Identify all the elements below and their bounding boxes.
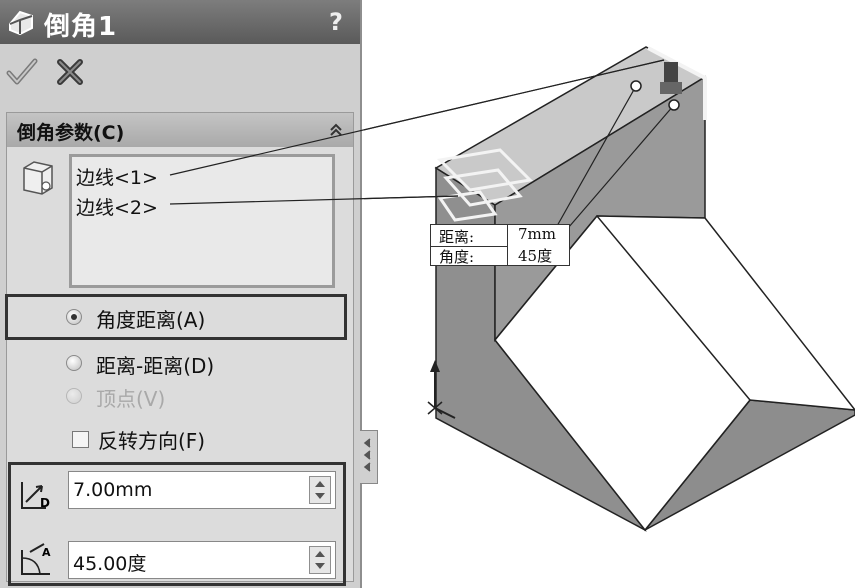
svg-text:D: D <box>40 496 50 510</box>
callout-key: 距离: <box>439 228 475 246</box>
list-item[interactable]: 边线<1> <box>76 167 158 189</box>
flip-direction-checkbox[interactable] <box>72 431 89 448</box>
property-manager-panel: 倒角1 ? 倒角参数(C) <box>0 0 362 588</box>
callout-value[interactable]: 45度 <box>507 245 569 265</box>
distance-input[interactable]: 7.00mm <box>68 471 336 509</box>
spin-down-icon[interactable] <box>310 560 330 573</box>
chamfer-values-box <box>8 462 346 586</box>
radio-selected-icon[interactable] <box>66 309 82 325</box>
angle-spinner[interactable] <box>309 546 331 574</box>
spin-up-icon[interactable] <box>310 477 330 490</box>
edge-selection-icon <box>20 158 56 196</box>
selected-option-highlight <box>5 294 347 340</box>
graphics-viewport[interactable] <box>364 0 855 588</box>
double-chevron-up-icon[interactable] <box>327 121 345 139</box>
distance-icon: D <box>16 474 56 514</box>
action-row <box>0 48 360 98</box>
chamfer-feature-icon <box>6 8 36 36</box>
help-button[interactable]: ? <box>329 8 343 36</box>
radio-label: 距离-距离(D) <box>96 354 215 378</box>
checkmark-icon <box>6 58 38 85</box>
title-bar: 倒角1 ? <box>0 0 360 44</box>
ok-button[interactable] <box>6 56 38 88</box>
page-title: 倒角1 <box>44 12 118 42</box>
spin-down-icon[interactable] <box>310 490 330 503</box>
angle-value: 45.00度 <box>73 553 147 575</box>
group-title: 倒角参数(C) <box>17 122 125 144</box>
chamfer-callout[interactable]: 距离: 7mm 角度: 45度 <box>430 224 570 266</box>
radio-label: 角度距离(A) <box>96 308 206 332</box>
close-x-icon <box>57 59 83 85</box>
panel-splitter-handle[interactable] <box>360 430 378 484</box>
distance-value: 7.00mm <box>73 479 153 501</box>
callout-value[interactable]: 7mm <box>507 225 569 245</box>
radio-unselected-icon[interactable] <box>66 355 82 371</box>
list-item[interactable]: 边线<2> <box>76 197 158 219</box>
radio-label: 顶点(V) <box>96 387 166 411</box>
callout-row-angle: 角度: 45度 <box>431 245 569 266</box>
angle-icon: A <box>16 540 56 580</box>
edge-selection-list[interactable]: 边线<1> 边线<2> <box>69 154 335 288</box>
callout-key: 角度: <box>439 248 475 266</box>
angle-input[interactable]: 45.00度 <box>68 541 336 579</box>
flip-direction-label: 反转方向(F) <box>98 429 206 453</box>
svg-text:A: A <box>42 546 51 559</box>
distance-spinner[interactable] <box>309 476 331 504</box>
cancel-button[interactable] <box>54 56 86 88</box>
drag-handle <box>664 62 678 84</box>
callout-row-distance: 距离: 7mm <box>431 225 569 247</box>
radio-disabled-icon <box>66 388 82 404</box>
spin-up-icon[interactable] <box>310 547 330 560</box>
group-header[interactable]: 倒角参数(C) <box>7 113 353 147</box>
